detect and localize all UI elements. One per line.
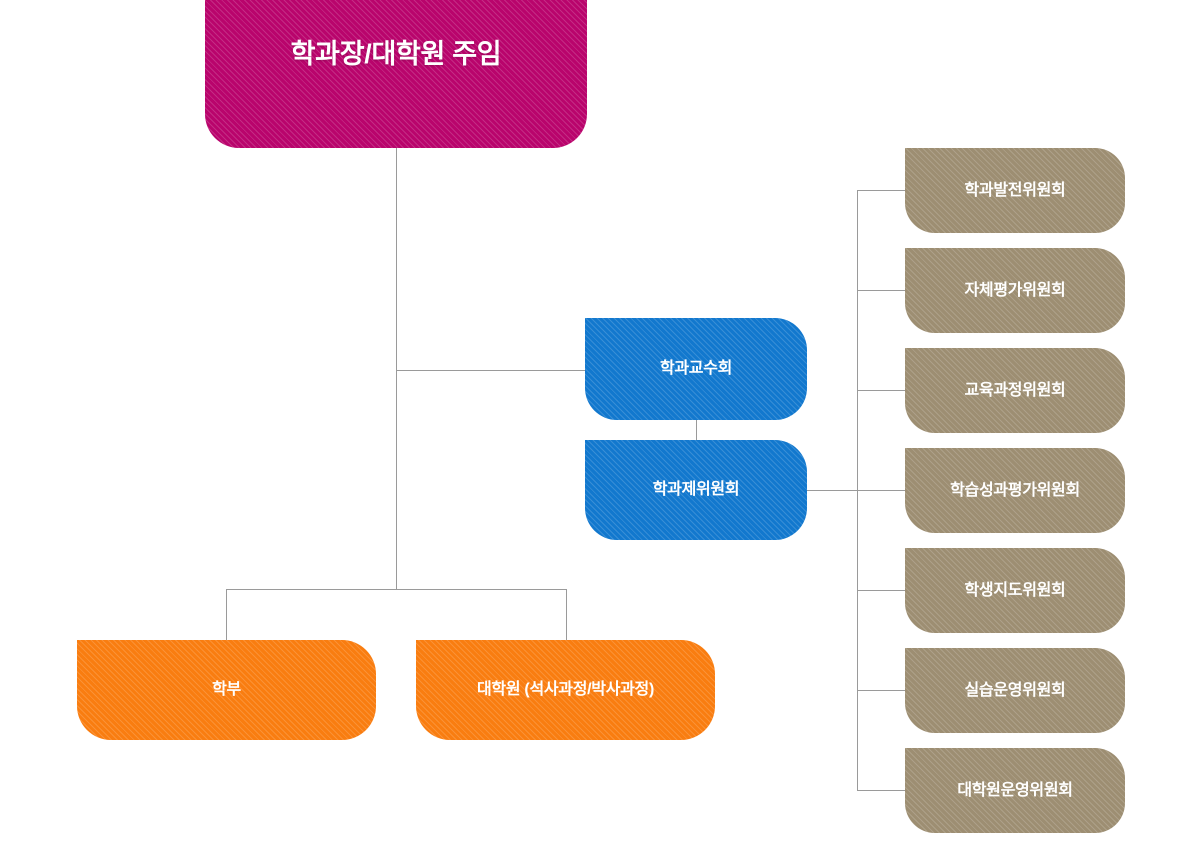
node-committee-graduate-operation-label: 대학원운영위원회 xyxy=(957,781,1073,799)
connector-trunk-to-faculty-council xyxy=(396,370,586,371)
node-graduate-program[interactable]: 대학원 (석사과정/박사과정) xyxy=(416,640,715,740)
node-department-head[interactable]: 학과장/대학원 주임 xyxy=(205,0,587,148)
node-undergraduate-program[interactable]: 학부 xyxy=(77,640,376,740)
node-committee-curriculum-label: 교육과정위원회 xyxy=(964,381,1066,399)
node-committee-graduate-operation[interactable]: 대학원운영위원회 xyxy=(905,748,1125,833)
connector-drop-undergraduate xyxy=(226,589,227,641)
node-committee-practicum-operation[interactable]: 실습운영위원회 xyxy=(905,648,1125,733)
node-committee-student-guidance-label: 학생지도위원회 xyxy=(964,581,1066,599)
node-faculty-council[interactable]: 학과교수회 xyxy=(585,318,807,420)
connector-stub-committee-5 xyxy=(857,590,906,591)
node-committee-development[interactable]: 학과발전위원회 xyxy=(905,148,1125,233)
connector-stub-committee-6 xyxy=(857,690,906,691)
connector-stub-committee-2 xyxy=(857,290,906,291)
node-committee-development-label: 학과발전위원회 xyxy=(964,181,1066,199)
node-graduate-program-label: 대학원 (석사과정/박사과정) xyxy=(477,681,654,698)
node-committee-practicum-operation-label: 실습운영위원회 xyxy=(964,681,1066,699)
node-committee-curriculum[interactable]: 교육과정위원회 xyxy=(905,348,1125,433)
connector-stub-committee-4 xyxy=(857,490,906,491)
node-department-committees-council[interactable]: 학과제위원회 xyxy=(585,440,807,540)
connector-stub-committee-3 xyxy=(857,390,906,391)
node-department-committees-council-label: 학과제위원회 xyxy=(652,481,740,498)
connector-stub-committee-7 xyxy=(857,790,906,791)
connector-committee-council-to-spine xyxy=(807,490,906,491)
node-department-head-label: 학과장/대학원 주임 xyxy=(290,39,502,70)
connector-stub-committee-1 xyxy=(857,190,906,191)
connector-program-split-bar xyxy=(226,589,567,590)
connector-between-blue-nodes xyxy=(696,420,697,442)
connector-root-trunk xyxy=(396,148,397,589)
node-committee-self-evaluation[interactable]: 자체평가위원회 xyxy=(905,248,1125,333)
node-faculty-council-label: 학과교수회 xyxy=(659,360,733,377)
node-committee-student-guidance[interactable]: 학생지도위원회 xyxy=(905,548,1125,633)
node-committee-self-evaluation-label: 자체평가위원회 xyxy=(964,281,1066,299)
node-committee-learning-outcomes[interactable]: 학습성과평가위원회 xyxy=(905,448,1125,533)
node-committee-learning-outcomes-label: 학습성과평가위원회 xyxy=(950,481,1080,499)
node-undergraduate-program-label: 학부 xyxy=(212,681,241,698)
connector-drop-graduate xyxy=(566,589,567,641)
